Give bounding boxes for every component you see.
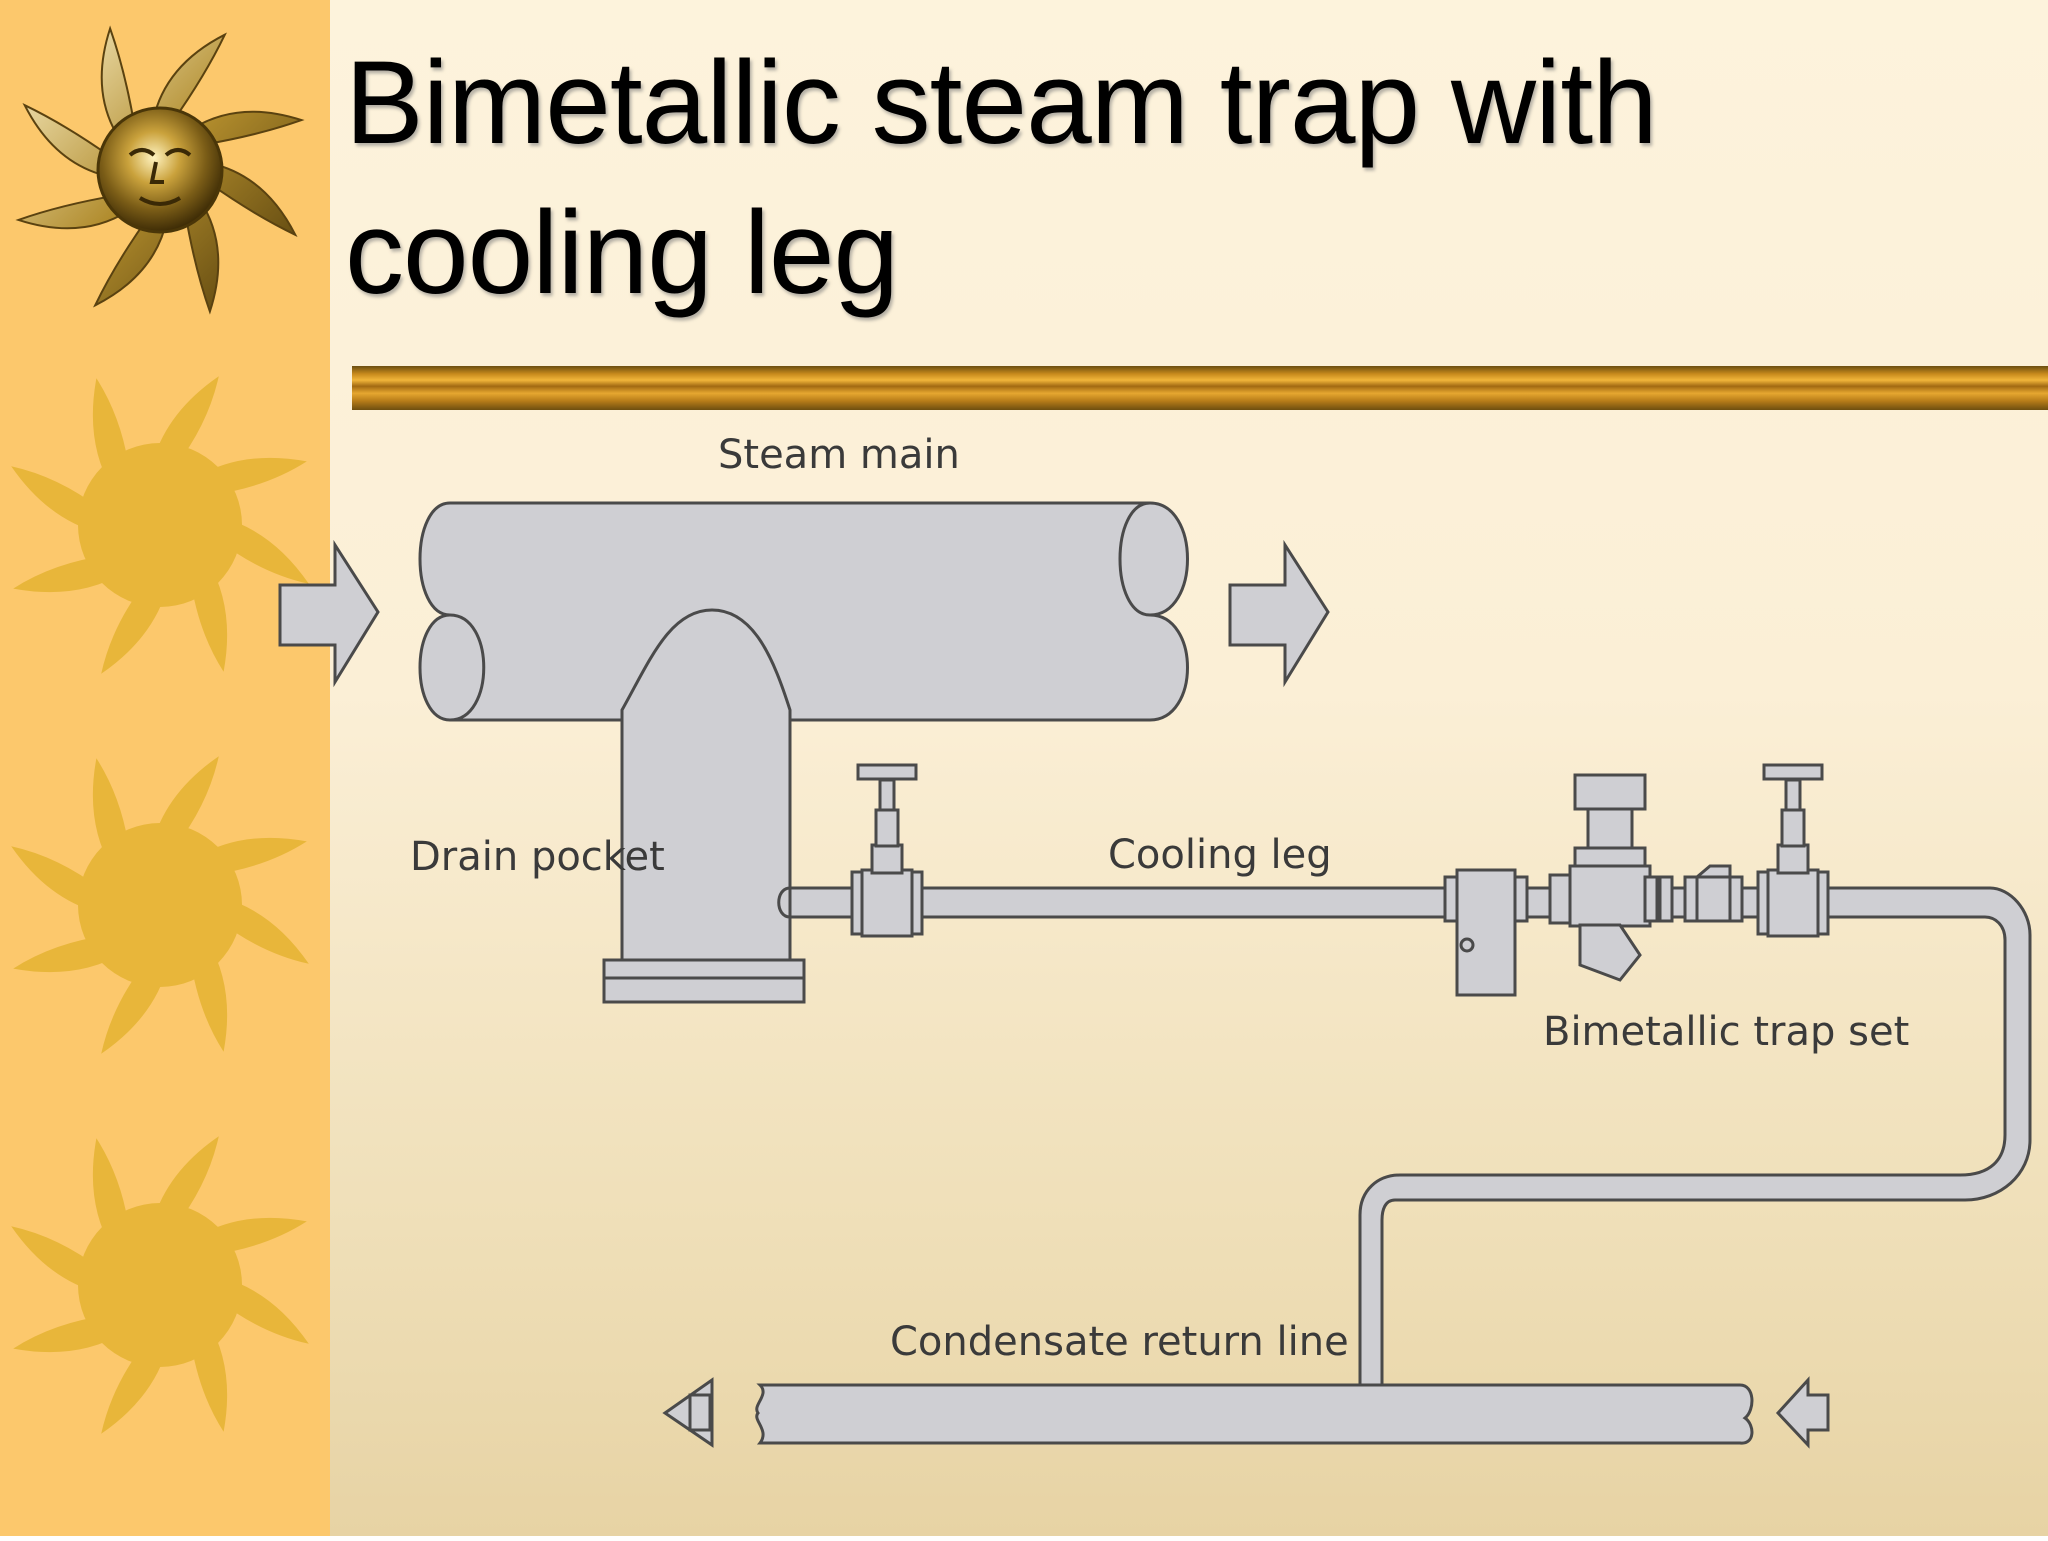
gold-sun-face-icon <box>15 25 305 315</box>
label-steam-main: Steam main <box>718 432 960 478</box>
return-in-arrow-icon <box>1775 1376 1830 1449</box>
cooling-leg-pipe <box>788 886 2032 1387</box>
sun-disc <box>78 443 242 607</box>
valve-handwheel-icon <box>856 763 918 781</box>
steam-main-pipe <box>418 501 1189 722</box>
isolation-valve-2 <box>1756 763 1830 938</box>
sun-icon <box>11 1136 309 1434</box>
sun-decorations <box>11 25 309 1434</box>
sight-glass <box>1683 864 1744 923</box>
sun-icon <box>11 376 309 674</box>
gold-sun-face <box>96 106 224 234</box>
sun-face-features <box>128 148 192 206</box>
sun-icon <box>11 756 309 1054</box>
drain-pocket <box>620 608 792 962</box>
isolation-valve-1 <box>850 763 924 938</box>
label-trap-set: Bimetallic trap set <box>1543 1009 1909 1055</box>
gold-divider <box>352 366 2048 410</box>
label-drain-pocket: Drain pocket <box>410 834 665 880</box>
label-cooling-leg: Cooling leg <box>1108 832 1332 878</box>
label-return-line: Condensate return line <box>890 1319 1349 1365</box>
steam-out-arrow-icon <box>1228 539 1330 688</box>
drain-pocket-flange <box>602 958 806 980</box>
bimetallic-trap <box>1548 773 1674 982</box>
sun-disc <box>78 823 242 987</box>
strainer <box>1443 868 1529 997</box>
sun-disc <box>78 1203 242 1367</box>
sidebar-band <box>0 0 330 1536</box>
slide-title: Bimetallic steam trap with cooling leg <box>345 37 1658 319</box>
condensate-return-pipe <box>755 1383 1754 1445</box>
valve-handwheel-icon <box>1762 763 1824 781</box>
steam-in-arrow-icon <box>278 539 380 688</box>
